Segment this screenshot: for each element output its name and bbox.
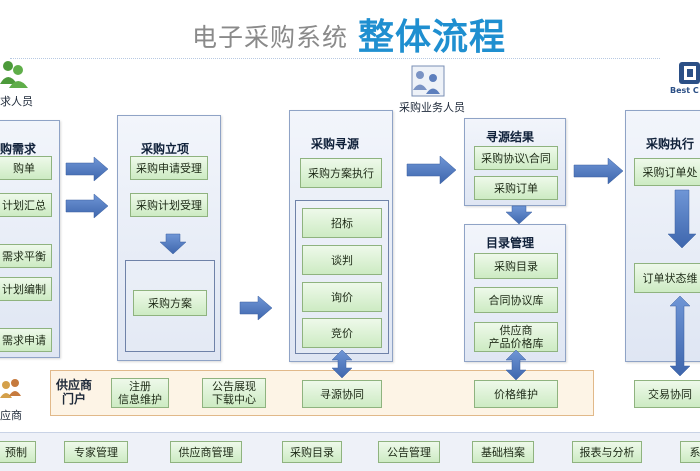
sourcing-item-inquiry: 询价: [302, 282, 382, 312]
portal-label: 供应商 门户: [56, 378, 93, 406]
supplier-label: 应商: [0, 409, 22, 422]
portal-item-sourcing-collab: 寻源协同: [302, 380, 382, 408]
requester-icon: [0, 61, 28, 88]
catalog-item-directory: 采购目录: [474, 253, 558, 279]
portal-item-register: 注册 信息维护: [111, 378, 169, 408]
project-item-scheme: 采购方案: [133, 290, 207, 316]
arrow-execution-portal: [669, 295, 691, 377]
logo-icon: [679, 62, 700, 84]
sourcing-item-execute: 采购方案执行: [300, 158, 382, 188]
arrow-result-to-catalog: [505, 205, 533, 225]
result-title: 寻源结果: [486, 130, 535, 144]
arrow-execution-down: [667, 189, 697, 249]
demand-item-plan: 计划编制: [0, 277, 52, 301]
title-highlight: 整体流程: [358, 17, 507, 58]
supplier-icon: [0, 379, 21, 398]
arrow-project-down: [159, 233, 187, 255]
arrow-result-to-execution: [573, 157, 624, 185]
result-item-contract: 采购协议\合同: [474, 146, 558, 170]
demand-title: 购需求: [0, 142, 37, 156]
module-expert: 专家管理: [64, 441, 128, 463]
module-archive: 基础档案: [472, 441, 534, 463]
module-system: 系: [680, 441, 700, 463]
title-prefix: 电子采购系统: [192, 23, 349, 52]
arrow-demand-to-project-1: [65, 156, 109, 182]
execution-item-order: 采购订单处: [634, 158, 700, 186]
arrow-sourcing-to-result: [406, 155, 457, 185]
project-item-plan: 采购计划受理: [130, 193, 208, 217]
sourcing-title: 采购寻源: [311, 137, 360, 151]
project-title: 采购立项: [141, 142, 190, 156]
demand-item-request: 需求申请: [0, 328, 52, 352]
portal-item-price-maintain: 价格维护: [474, 380, 558, 408]
logo-text: Best C: [670, 86, 699, 95]
demand-item-summary: 计划汇总: [0, 193, 52, 217]
project-item-request: 采购申请受理: [130, 156, 208, 180]
requester-label: 求人员: [0, 95, 33, 108]
sourcing-item-tender: 招标: [302, 208, 382, 238]
demand-item-order: 购单: [0, 156, 52, 180]
arrow-project-to-sourcing: [239, 295, 273, 321]
catalog-item-contract-lib: 合同协议库: [474, 287, 558, 313]
module-catalog: 采购目录: [282, 441, 342, 463]
sourcing-item-negotiate: 谈判: [302, 245, 382, 275]
buyer-icon: [411, 65, 445, 97]
module-prefab: 预制: [0, 441, 36, 463]
execution-item-status: 订单状态维: [634, 263, 700, 293]
title-divider: [10, 58, 660, 60]
arrow-demand-to-project-2: [65, 193, 109, 219]
arrow-catalog-portal: [505, 349, 527, 381]
demand-item-balance: 需求平衡: [0, 244, 52, 268]
portal-item-trade-collab: 交易协同: [634, 380, 700, 408]
module-report: 报表与分析: [572, 441, 642, 463]
catalog-title: 目录管理: [486, 236, 535, 250]
catalog-item-price-lib: 供应商 产品价格库: [474, 322, 558, 352]
portal-item-announcement: 公告展现 下载中心: [202, 378, 266, 408]
buyer-label: 采购业务人员: [399, 101, 465, 114]
arrow-sourcing-portal: [331, 349, 353, 379]
module-supplier: 供应商管理: [170, 441, 242, 463]
execution-title: 采购执行: [646, 137, 695, 151]
module-announcement: 公告管理: [378, 441, 440, 463]
sourcing-item-bidding: 竞价: [302, 318, 382, 348]
result-item-order: 采购订单: [474, 176, 558, 200]
